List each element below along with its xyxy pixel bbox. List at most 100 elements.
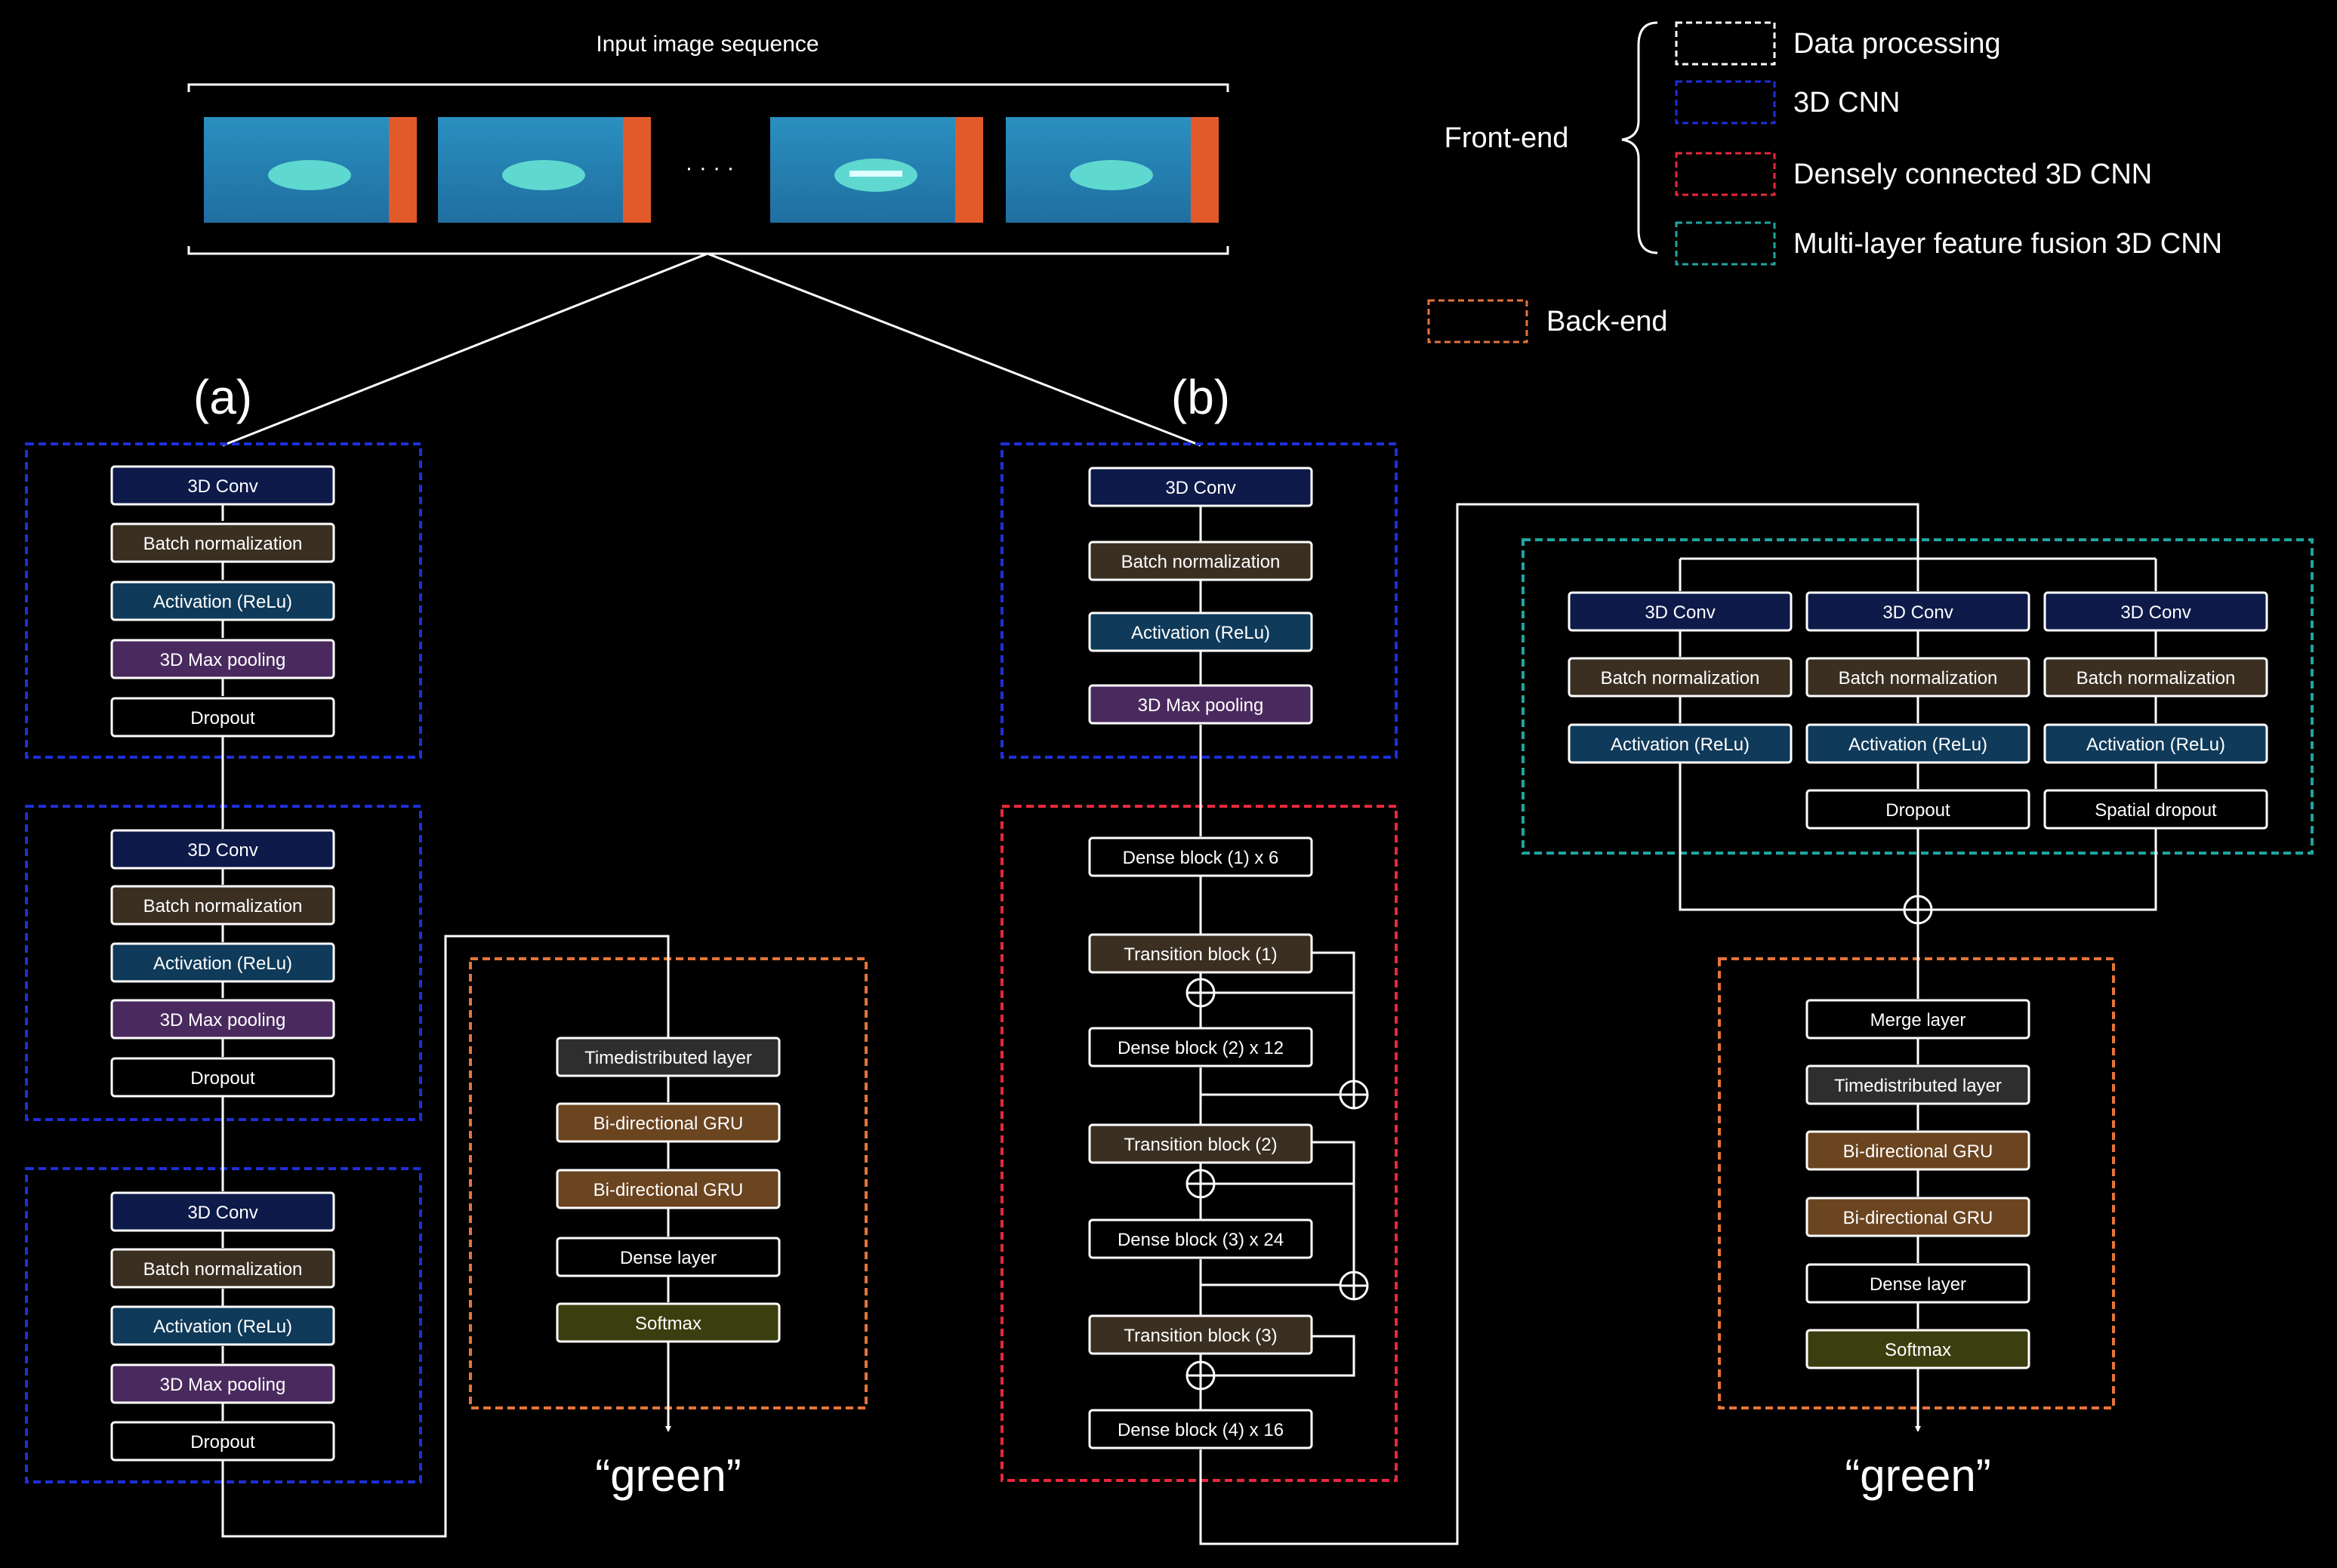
- b-dense-frame: [1000, 805, 1398, 1482]
- svg-text:Dropout: Dropout: [190, 708, 255, 729]
- a-dropout-1: Dropout: [110, 697, 335, 738]
- b-fusion-frame: [1522, 538, 2314, 855]
- svg-text:Dense block (3) x 24: Dense block (3) x 24: [1118, 1230, 1284, 1250]
- legend-label-data-processing: Data processing: [1793, 28, 2001, 60]
- a-batch-2: Batch normalization: [110, 885, 335, 926]
- b-dense-layer: Dense layer: [1805, 1263, 2030, 1304]
- connector-lines: [221, 503, 2157, 1545]
- b-backend-frame: [1718, 957, 2115, 1409]
- a-batch-3: Batch normalization: [110, 1248, 335, 1289]
- sum-node-5: [1185, 1360, 1216, 1391]
- svg-text:3D Conv: 3D Conv: [2120, 602, 2191, 623]
- legend-swatch-3d-cnn: [1675, 80, 1776, 125]
- b-fusion-spatial-dropout: Spatial dropout: [2043, 789, 2268, 830]
- a-dropout-2: Dropout: [110, 1057, 335, 1098]
- b-fusion-batch-2: Batch normalization: [1805, 657, 2030, 698]
- svg-text:Dropout: Dropout: [190, 1432, 255, 1452]
- svg-text:Activation (ReLu): Activation (ReLu): [153, 592, 292, 612]
- b-dense-block-1: Dense block (1) x 6: [1088, 836, 1313, 877]
- panel-label-a: (a): [193, 370, 252, 424]
- b-softmax: Softmax: [1805, 1329, 2030, 1369]
- a-timedistributed: Timedistributed layer: [556, 1037, 781, 1077]
- a-dropout-3: Dropout: [110, 1421, 335, 1462]
- sum-node-fusion: [1903, 895, 1933, 925]
- b-fusion-activation-3: Activation (ReLu): [2043, 723, 2268, 764]
- svg-text:Dropout: Dropout: [1885, 800, 1950, 821]
- svg-text:Bi-directional GRU: Bi-directional GRU: [1843, 1208, 1993, 1228]
- svg-text:Batch normalization: Batch normalization: [2076, 668, 2236, 689]
- svg-text:Spatial dropout: Spatial dropout: [2095, 800, 2217, 821]
- a-activation-2: Activation (ReLu): [110, 942, 335, 983]
- svg-text:Softmax: Softmax: [1885, 1340, 1951, 1360]
- input-sequence-title: Input image sequence: [596, 32, 819, 57]
- svg-text:Activation (ReLu): Activation (ReLu): [153, 953, 292, 974]
- lip-frame-3: [770, 117, 983, 223]
- svg-text:Batch normalization: Batch normalization: [1121, 552, 1281, 572]
- b-conv: 3D Conv: [1088, 467, 1313, 507]
- svg-text:Activation (ReLu): Activation (ReLu): [1131, 623, 1270, 643]
- a-cnn-frame-1: [25, 442, 422, 759]
- svg-text:Batch normalization: Batch normalization: [143, 534, 303, 554]
- svg-text:3D Max pooling: 3D Max pooling: [1138, 695, 1264, 716]
- svg-text:Softmax: Softmax: [635, 1314, 701, 1334]
- b-dense-block-4: Dense block (4) x 16: [1088, 1409, 1313, 1449]
- a-output-word: “green”: [595, 1450, 741, 1501]
- sum-node-3: [1185, 1169, 1216, 1199]
- b-fusion-conv-3: 3D Conv: [2043, 591, 2268, 632]
- b-transition-3: Transition block (3): [1088, 1314, 1313, 1355]
- b-fusion-activation-2: Activation (ReLu): [1805, 723, 2030, 764]
- b-transition-1: Transition block (1): [1088, 933, 1313, 974]
- b-pooling: 3D Max pooling: [1088, 684, 1313, 725]
- svg-text:Timedistributed layer: Timedistributed layer: [1834, 1076, 2002, 1096]
- svg-text:3D Conv: 3D Conv: [187, 840, 257, 861]
- panel-label-b: (b): [1171, 370, 1230, 424]
- a-batch-1: Batch normalization: [110, 522, 335, 563]
- lip-frame-4: [1006, 117, 1219, 223]
- svg-text:Merge layer: Merge layer: [1870, 1010, 1966, 1030]
- legend-swatch-dense-cnn: [1675, 152, 1776, 196]
- b-fusion-activation-1: Activation (ReLu): [1568, 723, 1793, 764]
- front-end-brace: [1621, 21, 1658, 254]
- svg-text:Dense layer: Dense layer: [1870, 1274, 1966, 1295]
- input-split-lines: [222, 252, 1201, 447]
- svg-text:Timedistributed layer: Timedistributed layer: [584, 1048, 752, 1068]
- legend-swatch-data-processing: [1675, 21, 1776, 66]
- svg-text:3D Max pooling: 3D Max pooling: [160, 1010, 286, 1030]
- a-pooling-1: 3D Max pooling: [110, 639, 335, 679]
- a-activation-3: Activation (ReLu): [110, 1305, 335, 1346]
- lip-frame-1: [204, 117, 417, 223]
- svg-text:3D Conv: 3D Conv: [187, 476, 257, 497]
- sum-node-1: [1185, 978, 1216, 1008]
- b-activation: Activation (ReLu): [1088, 611, 1313, 652]
- svg-text:Transition block (3): Transition block (3): [1124, 1326, 1277, 1346]
- b-gru-2: Bi-directional GRU: [1805, 1197, 2030, 1237]
- legend-swatch-fusion-cnn: [1675, 221, 1776, 266]
- svg-text:Batch normalization: Batch normalization: [1601, 668, 1760, 689]
- svg-text:3D Max pooling: 3D Max pooling: [160, 1375, 286, 1395]
- b-merge-layer: Merge layer: [1805, 999, 2030, 1040]
- a-pooling-2: 3D Max pooling: [110, 999, 335, 1040]
- svg-text:Transition block (2): Transition block (2): [1124, 1135, 1277, 1155]
- b-output-word: “green”: [1845, 1450, 1990, 1501]
- svg-text:Dense block (1) x 6: Dense block (1) x 6: [1123, 848, 1279, 868]
- b-fusion-dropout: Dropout: [1805, 789, 2030, 830]
- svg-text:Batch normalization: Batch normalization: [143, 896, 303, 916]
- a-conv-1: 3D Conv: [110, 465, 335, 506]
- svg-text:Bi-directional GRU: Bi-directional GRU: [593, 1180, 744, 1200]
- svg-text:Activation (ReLu): Activation (ReLu): [153, 1317, 292, 1337]
- a-dense-layer: Dense layer: [556, 1237, 781, 1277]
- svg-text:Dropout: Dropout: [190, 1068, 255, 1089]
- b-fusion-batch-1: Batch normalization: [1568, 657, 1793, 698]
- svg-text:Transition block (1): Transition block (1): [1124, 944, 1277, 965]
- svg-text:3D Conv: 3D Conv: [1882, 602, 1953, 623]
- b-timedistributed: Timedistributed layer: [1805, 1064, 2030, 1105]
- a-gru-2: Bi-directional GRU: [556, 1169, 781, 1209]
- svg-text:Bi-directional GRU: Bi-directional GRU: [593, 1114, 744, 1134]
- legend-label-back-end: Back-end: [1546, 306, 1668, 337]
- b-cnn-frame: [1000, 442, 1398, 759]
- b-dense-block-3: Dense block (3) x 24: [1088, 1218, 1313, 1259]
- svg-text:Activation (ReLu): Activation (ReLu): [1848, 735, 1987, 755]
- lip-frame-2: [438, 117, 651, 223]
- svg-text:3D Max pooling: 3D Max pooling: [160, 650, 286, 670]
- sum-node-2: [1339, 1080, 1369, 1110]
